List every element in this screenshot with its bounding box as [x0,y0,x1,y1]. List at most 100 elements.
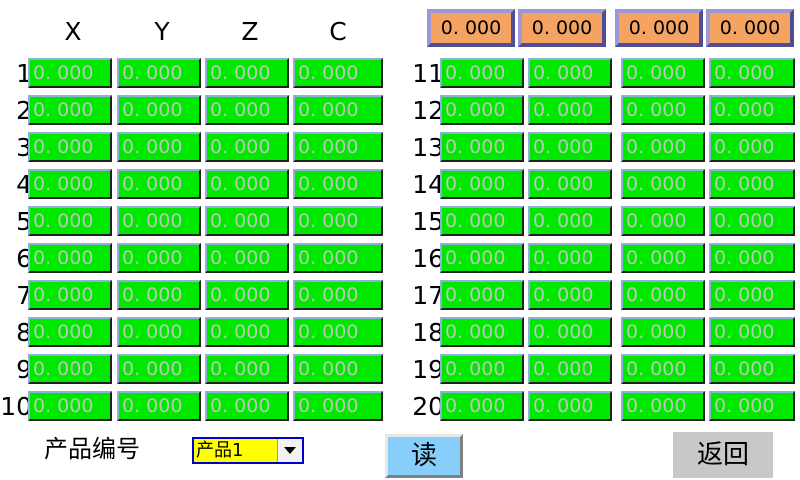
cell-17-Y[interactable]: 0. 000 [528,280,612,310]
cell-20-Z[interactable]: 0. 000 [621,391,705,421]
cell-15-Z[interactable]: 0. 000 [621,206,705,236]
cell-value: 0. 000 [445,321,506,343]
cell-5-C[interactable]: 0. 000 [293,206,383,236]
cell-value: 0. 000 [33,99,94,121]
cell-2-C[interactable]: 0. 000 [293,95,383,125]
cell-10-Z[interactable]: 0. 000 [205,391,289,421]
cell-1-C[interactable]: 0. 000 [293,58,383,88]
cell-6-Y[interactable]: 0. 000 [117,243,201,273]
cell-19-Z[interactable]: 0. 000 [621,354,705,384]
cell-6-Z[interactable]: 0. 000 [205,243,289,273]
cell-2-X[interactable]: 0. 000 [28,95,112,125]
return-button[interactable]: 返回 [673,432,773,478]
cell-2-Y[interactable]: 0. 000 [117,95,201,125]
cell-17-Z[interactable]: 0. 000 [621,280,705,310]
cell-4-X[interactable]: 0. 000 [28,169,112,199]
cell-value: 0. 000 [33,62,94,84]
cell-18-Z[interactable]: 0. 000 [621,317,705,347]
cell-15-X[interactable]: 0. 000 [440,206,524,236]
cell-12-X[interactable]: 0. 000 [440,95,524,125]
cell-value: 0. 000 [533,321,594,343]
cell-16-Y[interactable]: 0. 000 [528,243,612,273]
cell-5-X[interactable]: 0. 000 [28,206,112,236]
cell-3-Z[interactable]: 0. 000 [205,132,289,162]
cell-9-C[interactable]: 0. 000 [293,354,383,384]
cell-17-C[interactable]: 0. 000 [709,280,795,310]
cell-20-Y[interactable]: 0. 000 [528,391,612,421]
cell-14-X[interactable]: 0. 000 [440,169,524,199]
cell-3-C[interactable]: 0. 000 [293,132,383,162]
chevron-down-icon[interactable] [277,439,302,462]
cell-4-C[interactable]: 0. 000 [293,169,383,199]
top-display-button-4[interactable]: 0. 000 [706,9,794,47]
cell-9-Z[interactable]: 0. 000 [205,354,289,384]
cell-4-Z[interactable]: 0. 000 [205,169,289,199]
product-select-dropdown[interactable]: 产品1 [192,437,304,464]
cell-1-Z[interactable]: 0. 000 [205,58,289,88]
return-button-label: 返回 [696,440,749,470]
cell-11-Y[interactable]: 0. 000 [528,58,612,88]
cell-10-X[interactable]: 0. 000 [28,391,112,421]
cell-20-X[interactable]: 0. 000 [440,391,524,421]
cell-12-Z[interactable]: 0. 000 [621,95,705,125]
cell-11-C[interactable]: 0. 000 [709,58,795,88]
read-button[interactable]: 读 [385,434,463,478]
cell-16-Z[interactable]: 0. 000 [621,243,705,273]
cell-value: 0. 000 [626,62,687,84]
cell-value: 0. 000 [122,173,183,195]
cell-7-C[interactable]: 0. 000 [293,280,383,310]
cell-16-X[interactable]: 0. 000 [440,243,524,273]
cell-13-Y[interactable]: 0. 000 [528,132,612,162]
cell-1-Y[interactable]: 0. 000 [117,58,201,88]
top-display-button-2[interactable]: 0. 000 [518,9,606,47]
cell-8-C[interactable]: 0. 000 [293,317,383,347]
cell-3-X[interactable]: 0. 000 [28,132,112,162]
cell-19-Y[interactable]: 0. 000 [528,354,612,384]
cell-15-Y[interactable]: 0. 000 [528,206,612,236]
cell-12-Y[interactable]: 0. 000 [528,95,612,125]
cell-6-X[interactable]: 0. 000 [28,243,112,273]
cell-13-X[interactable]: 0. 000 [440,132,524,162]
cell-16-C[interactable]: 0. 000 [709,243,795,273]
cell-12-C[interactable]: 0. 000 [709,95,795,125]
cell-10-Y[interactable]: 0. 000 [117,391,201,421]
cell-18-C[interactable]: 0. 000 [709,317,795,347]
cell-18-X[interactable]: 0. 000 [440,317,524,347]
top-display-button-1[interactable]: 0. 000 [427,9,515,47]
cell-17-X[interactable]: 0. 000 [440,280,524,310]
cell-5-Y[interactable]: 0. 000 [117,206,201,236]
cell-2-Z[interactable]: 0. 000 [205,95,289,125]
cell-14-Z[interactable]: 0. 000 [621,169,705,199]
cell-9-X[interactable]: 0. 000 [28,354,112,384]
cell-4-Y[interactable]: 0. 000 [117,169,201,199]
cell-value: 0. 000 [714,358,775,380]
cell-value: 0. 000 [122,247,183,269]
cell-value: 0. 000 [122,395,183,417]
top-display-button-3[interactable]: 0. 000 [615,9,703,47]
cell-13-C[interactable]: 0. 000 [709,132,795,162]
cell-19-C[interactable]: 0. 000 [709,354,795,384]
cell-8-Z[interactable]: 0. 000 [205,317,289,347]
cell-18-Y[interactable]: 0. 000 [528,317,612,347]
cell-7-Y[interactable]: 0. 000 [117,280,201,310]
cell-20-C[interactable]: 0. 000 [709,391,795,421]
cell-14-C[interactable]: 0. 000 [709,169,795,199]
cell-15-C[interactable]: 0. 000 [709,206,795,236]
cell-7-Z[interactable]: 0. 000 [205,280,289,310]
cell-1-X[interactable]: 0. 000 [28,58,112,88]
cell-value: 0. 000 [210,284,271,306]
cell-11-Z[interactable]: 0. 000 [621,58,705,88]
cell-5-Z[interactable]: 0. 000 [205,206,289,236]
cell-9-Y[interactable]: 0. 000 [117,354,201,384]
cell-10-C[interactable]: 0. 000 [293,391,383,421]
cell-8-Y[interactable]: 0. 000 [117,317,201,347]
cell-6-C[interactable]: 0. 000 [293,243,383,273]
cell-11-X[interactable]: 0. 000 [440,58,524,88]
cell-3-Y[interactable]: 0. 000 [117,132,201,162]
cell-7-X[interactable]: 0. 000 [28,280,112,310]
cell-8-X[interactable]: 0. 000 [28,317,112,347]
cell-19-X[interactable]: 0. 000 [440,354,524,384]
cell-14-Y[interactable]: 0. 000 [528,169,612,199]
cell-13-Z[interactable]: 0. 000 [621,132,705,162]
cell-value: 0. 000 [33,136,94,158]
